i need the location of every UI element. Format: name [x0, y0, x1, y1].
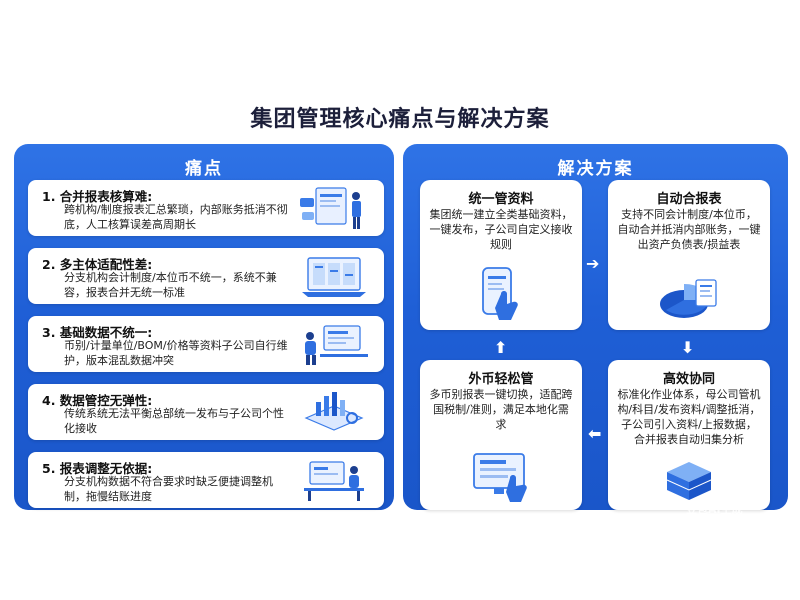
- pain-title-4: 4. 数据管控无弹性:: [42, 393, 153, 408]
- page-title: 集团管理核心痛点与解决方案: [250, 107, 550, 132]
- arrow-left-icon: ⬅: [588, 424, 602, 443]
- watermark-text: 豆包AI生成: [686, 503, 743, 516]
- pain-desc-3: 币别/计量单位/BOM/价格等资料子公司自行维护，版本混乱数据冲突: [64, 339, 288, 367]
- arrow-right-icon: ➔: [586, 254, 600, 273]
- person-at-desk-icon: [305, 325, 368, 365]
- pain-desc-4: 传统系统无法平衡总部统一发布与子公司个性化接收: [64, 407, 284, 435]
- solution-auto-consolidation: 自动合报表 支持不同会计制度/本位币，自动合并抵消内部账务，一键出资产负债表/损…: [608, 180, 770, 330]
- solutions-header: 解决方案: [557, 159, 634, 179]
- pain-title-2: 2. 多主体适配性差:: [42, 257, 153, 272]
- solution-desc-multi-currency: 多币别报表一键切换，适配跨国税制/准则，满足本地化需求: [429, 388, 573, 431]
- solution-title-collaboration: 高效协同: [662, 372, 715, 387]
- data-analytics-icon: [304, 392, 364, 431]
- pain-points-header: 痛点: [185, 159, 223, 179]
- phone-touch-icon: [482, 267, 518, 320]
- pain-card-2: 2. 多主体适配性差: 分支机构会计制度/本位币不统一，系统不兼容，报表合并无统…: [28, 248, 384, 304]
- solution-unified-data: 统一管资料 集团统一建立全类基础资料，一键发布，子公司自定义接收规则: [420, 180, 582, 330]
- pain-card-5: 5. 报表调整无依据: 分支机构数据不符合要求时缺乏便捷调整机制，拖慢结账进度: [28, 452, 384, 508]
- solution-collaboration: 高效协同 标准化作业体系，母公司管机构/科目/发布资料/调整抵消，子公司引入资料…: [608, 360, 770, 510]
- pain-card-4: 4. 数据管控无弹性: 传统系统无法平衡总部统一发布与子公司个性化接收: [28, 384, 384, 440]
- pie-chart-report-icon: [660, 279, 717, 318]
- solution-multi-currency: 外币轻松管 多币别报表一键切换，适配跨国税制/准则，满足本地化需求: [420, 360, 582, 510]
- pain-points-panel: 痛点 1. 合并报表核算难: 跨机构/制度报表汇总繁琐，内部账务抵消不彻底，人工…: [14, 144, 394, 510]
- pain-desc-5: 分支机构数据不符合要求时缺乏便捷调整机制，拖慢结账进度: [64, 475, 273, 503]
- solution-title-unified-data: 统一管资料: [468, 192, 534, 207]
- report-review-icon: [300, 187, 361, 229]
- arrow-down-icon: ⬇: [681, 338, 695, 357]
- solution-desc-auto-consolidation: 支持不同会计制度/本位币，自动合并抵消内部账务，一键出资产负债表/损益表: [617, 208, 761, 251]
- monitor-click-icon: [473, 453, 527, 502]
- stacked-boxes-icon: [666, 462, 712, 500]
- arrow-up-icon: ⬆: [494, 338, 508, 357]
- pain-desc-2: 分支机构会计制度/本位币不统一，系统不兼容，报表合并无统一标准: [64, 271, 277, 299]
- pain-title-1: 1. 合并报表核算难:: [42, 189, 153, 204]
- pain-card-1: 1. 合并报表核算难: 跨机构/制度报表汇总繁琐，内部账务抵消不彻底，人工核算误…: [28, 180, 384, 236]
- solution-desc-unified-data: 集团统一建立全类基础资料，一键发布，子公司自定义接收规则: [429, 208, 573, 251]
- pain-title-5: 5. 报表调整无依据:: [42, 461, 153, 476]
- solutions-panel: 解决方案 统一管资料 集团统一建立全类基础资料，一键发布，子公司自定义接收规则 …: [403, 144, 788, 516]
- solution-title-auto-consolidation: 自动合报表: [656, 192, 722, 207]
- solution-desc-collaboration: 标准化作业体系，母公司管机构/科目/发布资料/调整抵消，子公司引入资料/上报数据…: [617, 388, 761, 446]
- pain-desc-1: 跨机构/制度报表汇总繁琐，内部账务抵消不彻底，人工核算误差高周期长: [64, 203, 288, 231]
- solution-title-multi-currency: 外币轻松管: [468, 372, 534, 387]
- pain-card-3: 3. 基础数据不统一: 币别/计量单位/BOM/价格等资料子公司自行维护，版本混…: [28, 316, 384, 372]
- laptop-dashboard-icon: [302, 257, 366, 297]
- pain-title-3: 3. 基础数据不统一:: [42, 325, 153, 340]
- workstation-icon: [304, 461, 364, 501]
